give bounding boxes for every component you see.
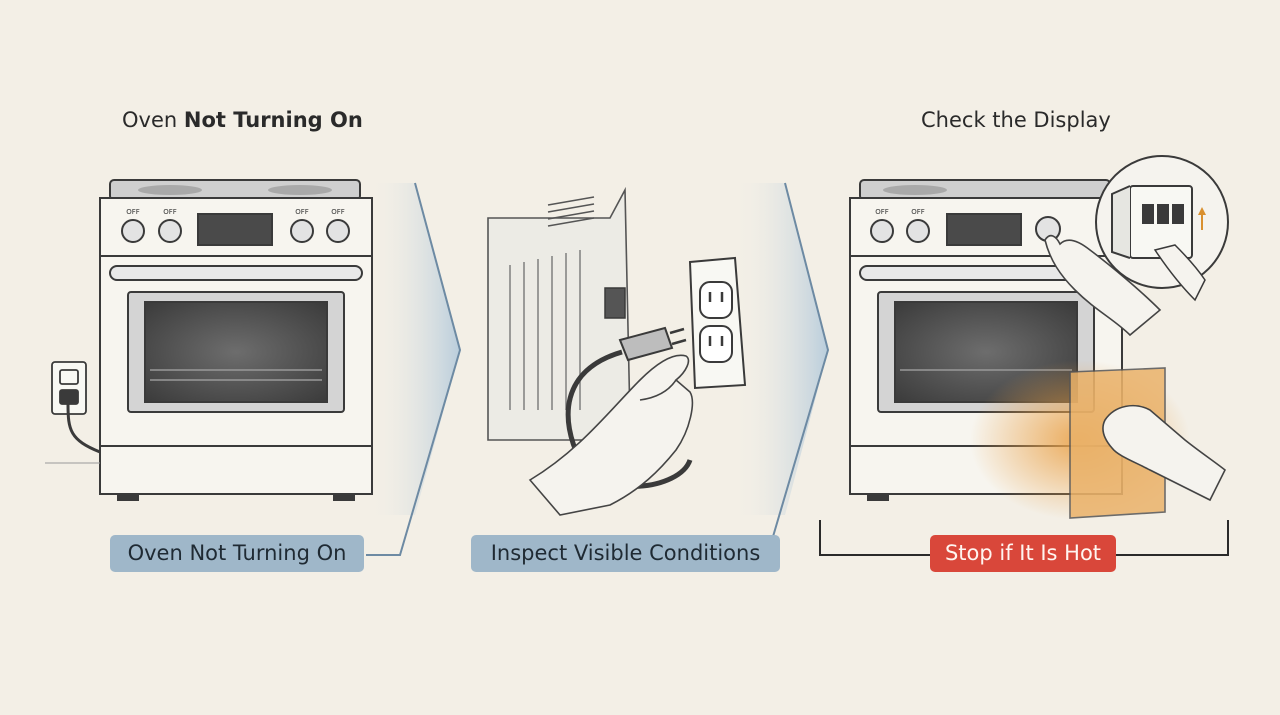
hand-turning-knob (1044, 234, 1162, 337)
knob-label: OFF (875, 208, 889, 216)
step-label-inspect-visible-conditions: Inspect Visible Conditions (471, 535, 780, 572)
panel-1-arrow-band (366, 182, 462, 556)
knob (121, 219, 350, 243)
hand-touching-outlet (528, 354, 694, 516)
knob-label: OFF (295, 208, 309, 216)
step-label-stop-if-hot: Stop if It Is Hot (930, 535, 1116, 572)
bracket (819, 520, 1229, 556)
knob-label: OFF (163, 208, 177, 216)
hand-testing-heat (1102, 404, 1227, 502)
knob-label: OFF (126, 208, 140, 216)
knob-label: OFF (331, 208, 345, 216)
breaker-panel-inset (1095, 155, 1229, 302)
step-label-oven-not-turning-on: Oven Not Turning On (110, 535, 364, 572)
wall-outlet-large (688, 256, 747, 390)
panel-1-title: Oven Not Turning On (122, 108, 363, 132)
panel-1-title-prefix: Oven (122, 108, 184, 132)
panel-3-title: Check the Display (921, 108, 1111, 132)
knob-labels-oven-1: OFF OFF OFF OFF (126, 208, 345, 216)
oven-back-panel (487, 186, 631, 441)
panel-2-arrow-band (735, 182, 830, 541)
wall-outlet-small (51, 361, 101, 454)
knob-label: OFF (911, 208, 925, 216)
oven-1 (99, 179, 373, 501)
panel-1-title-bold: Not Turning On (183, 108, 363, 132)
knob-labels-oven-3: OFF OFF (875, 208, 925, 216)
